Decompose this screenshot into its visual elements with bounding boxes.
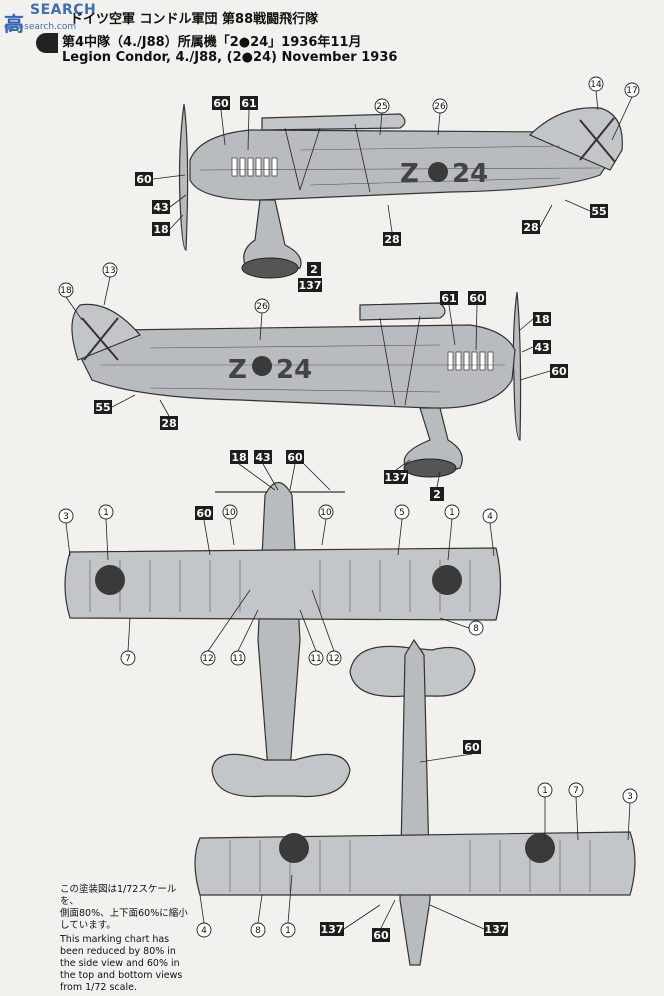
svg-text:28: 28 xyxy=(161,417,176,430)
header-japanese-aircraft: 第4中隊（4./J88）所属機「2●24」1936年11月 xyxy=(62,35,362,50)
svg-text:11: 11 xyxy=(310,654,321,664)
svg-text:26: 26 xyxy=(256,302,268,312)
top-wing-roundel-right xyxy=(432,565,462,595)
svg-text:18: 18 xyxy=(60,286,72,296)
svg-text:43: 43 xyxy=(534,341,549,354)
scheme-number-badge xyxy=(36,33,58,53)
watermark-url: gao-search.com xyxy=(4,22,77,32)
bottom-view xyxy=(194,638,636,966)
svg-text:60: 60 xyxy=(136,173,152,186)
top-view xyxy=(64,481,502,798)
svg-text:43: 43 xyxy=(153,201,168,214)
svg-text:137: 137 xyxy=(385,471,408,484)
svg-text:60: 60 xyxy=(196,507,212,520)
svg-text:2: 2 xyxy=(310,263,318,276)
svg-text:10: 10 xyxy=(224,508,236,518)
svg-text:7: 7 xyxy=(573,786,579,796)
svg-text:25: 25 xyxy=(376,102,387,112)
side1-code-24: 24 xyxy=(452,159,488,189)
svg-text:1: 1 xyxy=(285,926,291,936)
svg-text:17: 17 xyxy=(626,86,637,96)
svg-text:11: 11 xyxy=(232,654,243,664)
boxed-callouts: 60 61 60 43 18 28 55 28 2 137 61 60 18 4… xyxy=(94,96,608,942)
side-view-left-facing: Z 24 xyxy=(178,103,623,279)
svg-text:12: 12 xyxy=(202,654,213,664)
svg-text:137: 137 xyxy=(321,923,344,936)
scale-note: この塗装図は1/72スケールを、 側面80%、上下面60%に縮小 しています。 … xyxy=(60,884,190,996)
side2-code-dot xyxy=(252,356,272,376)
svg-text:43: 43 xyxy=(255,451,270,464)
svg-text:4: 4 xyxy=(201,926,207,936)
bottom-wing-roundel-left xyxy=(279,833,309,863)
svg-text:3: 3 xyxy=(63,512,69,522)
svg-text:60: 60 xyxy=(373,929,389,942)
side2-code-24: 24 xyxy=(276,355,312,385)
note-jp-line2: 側面80%、上下面60%に縮小 xyxy=(60,908,188,919)
note-jp-line3: しています。 xyxy=(60,920,116,931)
svg-text:55: 55 xyxy=(95,401,110,414)
svg-text:3: 3 xyxy=(627,792,633,802)
svg-text:7: 7 xyxy=(125,654,131,664)
svg-text:60: 60 xyxy=(551,365,567,378)
svg-text:137: 137 xyxy=(485,923,508,936)
svg-text:18: 18 xyxy=(231,451,246,464)
svg-text:60: 60 xyxy=(464,741,480,754)
svg-text:13: 13 xyxy=(104,266,115,276)
svg-text:61: 61 xyxy=(441,292,456,305)
svg-text:137: 137 xyxy=(299,279,322,292)
svg-text:55: 55 xyxy=(591,205,606,218)
note-en: This marking chart has been reduced by 8… xyxy=(60,934,183,993)
svg-text:8: 8 xyxy=(473,624,479,634)
svg-text:12: 12 xyxy=(328,654,339,664)
round-callouts: 25 26 14 17 13 18 26 3 1 10 10 5 1 4 8 7… xyxy=(58,76,640,938)
svg-text:60: 60 xyxy=(213,97,229,110)
svg-text:2: 2 xyxy=(433,488,441,501)
svg-text:4: 4 xyxy=(487,512,493,522)
svg-text:1: 1 xyxy=(542,786,548,796)
header-english: Legion Condor, 4./J88, (2●24) November 1… xyxy=(62,50,398,65)
side1-code-dot xyxy=(428,162,448,182)
note-jp-line1: この塗装図は1/72スケールを、 xyxy=(60,884,177,907)
svg-text:18: 18 xyxy=(534,313,549,326)
site-logo: 高 xyxy=(4,12,24,36)
svg-text:28: 28 xyxy=(523,221,538,234)
bottom-wing-roundel-right xyxy=(525,833,555,863)
svg-text:1: 1 xyxy=(449,508,455,518)
svg-text:61: 61 xyxy=(241,97,256,110)
watermark-site: SEARCH xyxy=(30,2,97,18)
svg-text:10: 10 xyxy=(320,508,332,518)
svg-text:1: 1 xyxy=(103,508,109,518)
svg-text:26: 26 xyxy=(434,102,446,112)
leader-lines xyxy=(65,90,633,930)
svg-text:14: 14 xyxy=(590,80,602,90)
side1-tail-cross xyxy=(579,117,616,163)
svg-text:18: 18 xyxy=(153,223,168,236)
top-wing-roundel-left xyxy=(95,565,125,595)
svg-text:5: 5 xyxy=(399,508,405,518)
header-japanese-unit: ドイツ空軍 コンドル軍団 第88戦闘飛行隊 xyxy=(70,12,319,27)
svg-text:60: 60 xyxy=(287,451,303,464)
svg-text:8: 8 xyxy=(255,926,261,936)
side1-code-z: Z xyxy=(400,159,419,189)
svg-text:60: 60 xyxy=(469,292,485,305)
side2-code-z: Z xyxy=(228,355,247,385)
side-view-right-facing: Z 24 xyxy=(71,291,522,478)
side2-tail-cross xyxy=(81,317,119,361)
svg-text:28: 28 xyxy=(384,233,399,246)
